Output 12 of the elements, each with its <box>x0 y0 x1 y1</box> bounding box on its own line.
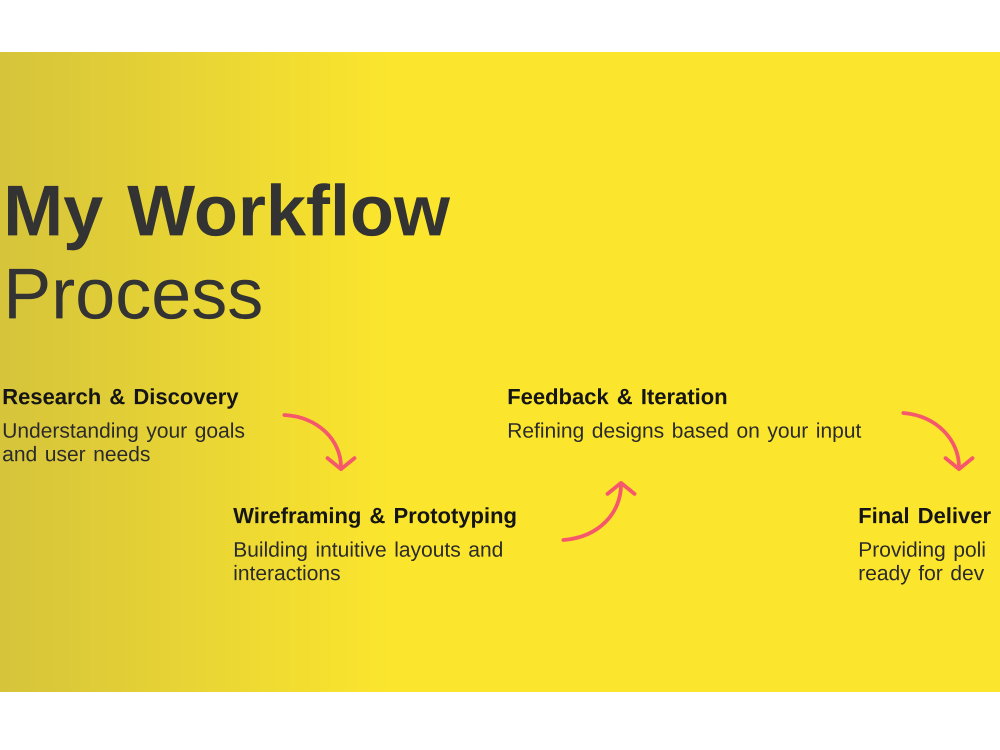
step-heading: Final Deliver <box>860 507 991 524</box>
title: My Workflow Process <box>8 183 450 320</box>
arrow <box>282 413 356 471</box>
step-description: Providing poli ready for dev <box>860 541 985 584</box>
step-description: Understanding your goals and user needs <box>3 422 244 462</box>
step-description: Building intuitive layouts and interactions <box>234 541 502 580</box>
arrow <box>902 411 974 471</box>
step-heading: Feedback & Iteration <box>508 388 726 404</box>
step-heading: Wireframing & Prototyping <box>233 507 516 528</box>
arrow <box>562 481 636 542</box>
step-heading: Research & Discovery <box>4 388 238 409</box>
step-description: Refining designs based on your input <box>508 422 862 442</box>
